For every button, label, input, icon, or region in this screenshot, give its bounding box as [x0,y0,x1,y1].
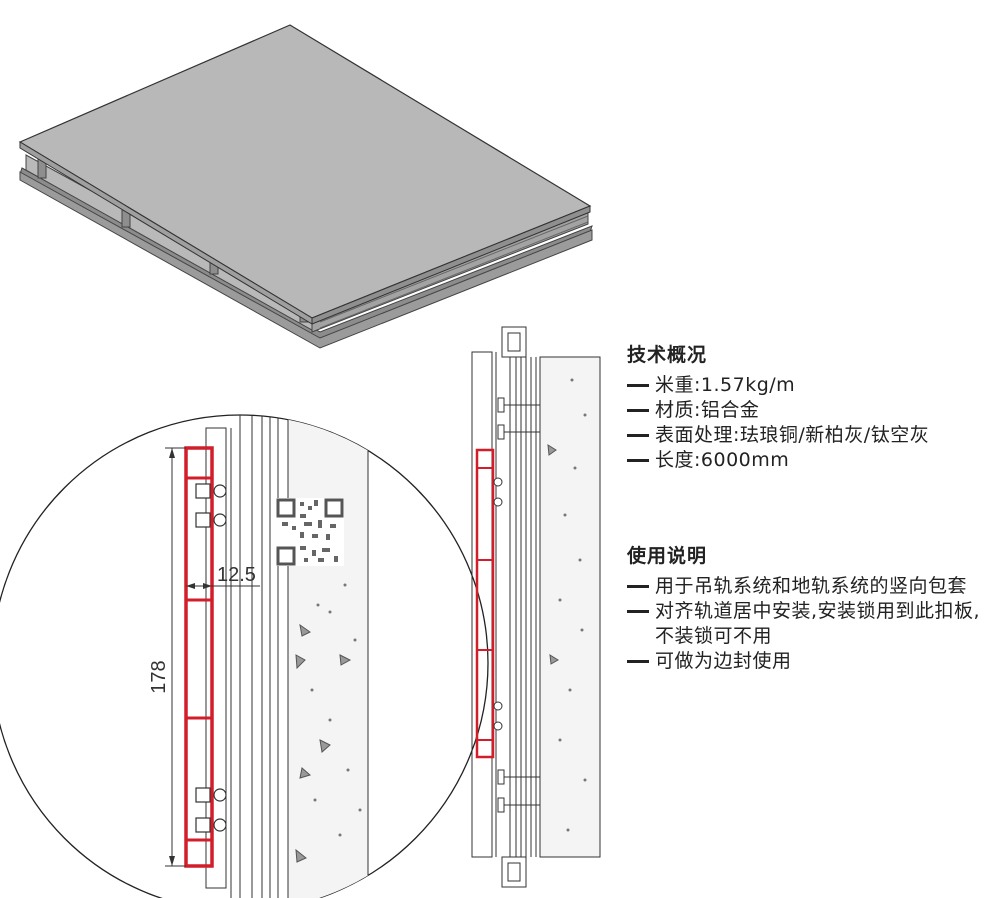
dash-icon [627,660,649,663]
panel-3d-view [18,24,593,349]
screw-icon [493,397,540,813]
dimension-height-label: 178 [148,660,170,693]
usage-title: 使用说明 [627,545,708,567]
spec-item: 长度:6000mm [627,448,987,473]
dash-icon [627,409,649,412]
qr-code-icon [276,498,344,566]
dash-icon [627,459,649,462]
spec-item: 米重:1.57kg/m [627,373,987,398]
spec-item: 表面处理:珐琅铜/新柏灰/钛空灰 [627,423,987,448]
dimension-width-label: 12.5 [217,564,256,586]
info-panel: 技术概况 米重:1.57kg/m 材质:铝合金 表面处理:珐琅铜/新柏灰/钛空灰… [627,340,987,674]
dash-icon [627,610,649,613]
section-drawing [471,326,601,888]
specs-title: 技术概况 [627,344,708,366]
usage-item: 对齐轨道居中安装,安装锁用到此扣板,不装锁可不用 [627,599,987,649]
dash-icon [627,434,649,437]
detail-circle: 178 12.5 [0,414,489,898]
spec-item: 材质:铝合金 [627,398,987,423]
usage-item: 用于吊轨系统和地轨系统的竖向包套 [627,574,987,599]
dash-icon [627,384,649,387]
usage-item: 可做为边封使用 [627,649,987,674]
dash-icon [627,585,649,588]
